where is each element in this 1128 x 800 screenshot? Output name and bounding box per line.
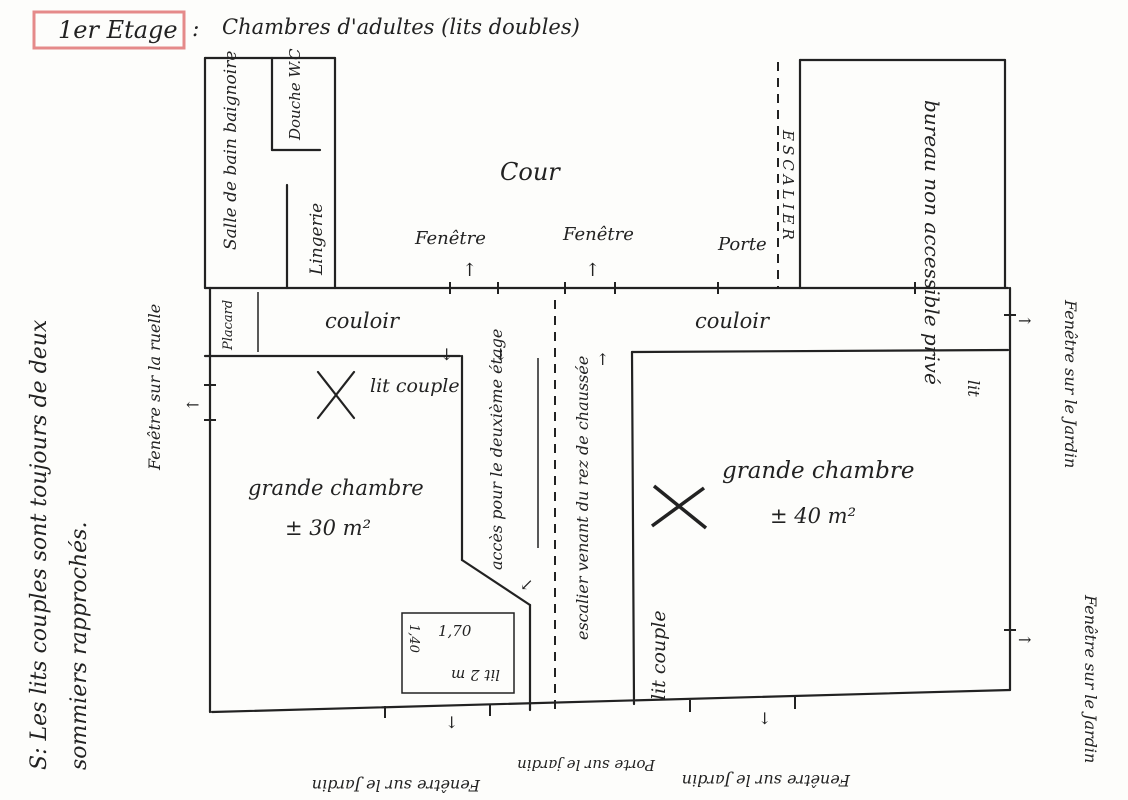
escalier-label: ESCALIER	[779, 129, 797, 244]
bed-x-right-icon	[650, 484, 708, 530]
floor-label: 1er Etage	[58, 16, 178, 44]
fenetre-jardin-bottom-1-label: Fenêtre sur le Jardin	[312, 776, 481, 795]
side-note-line1: S: Les lits couples sont toujours de deu…	[27, 319, 52, 770]
arrow-corner-icon: ↓	[440, 345, 453, 364]
fenetre-jardin-right-1-label: Fenêtre sur le Jardin	[1061, 299, 1080, 468]
arrow-corner-icon: ↓	[494, 345, 507, 364]
arrow-left-icon: ←	[186, 395, 199, 414]
lit-couple-right-label: lit couple	[648, 610, 670, 700]
area-right-label: ± 40 m²	[770, 504, 856, 528]
fenetre-1-label: Fenêtre	[414, 228, 486, 249]
header: 1er Etage : Chambres d'adultes (lits dou…	[32, 10, 580, 50]
bed-x-left-icon	[316, 370, 356, 420]
cour-label: Cour	[500, 158, 561, 186]
bed-dim-width: 1,70	[438, 622, 472, 640]
page-title: Chambres d'adultes (lits doubles)	[222, 15, 580, 39]
douche-wc-label: Douche W.C	[286, 48, 304, 141]
porte-jardin-label: Porte sur le jardin	[517, 756, 656, 774]
opening-labels: Fenêtre Fenêtre Porte Fenêtre sur la rue…	[145, 224, 1100, 795]
fenetre-jardin-bottom-2-label: Fenêtre sur le Jardin	[682, 771, 851, 790]
arrow-right-icon: →	[1018, 630, 1031, 649]
lit-couple-left-label: lit couple	[370, 375, 460, 397]
fenetre-jardin-right-2-label: Fenêtre sur le Jardin	[1081, 594, 1100, 763]
escalier-venant-label: escalier venant du rez de chaussée	[573, 356, 592, 640]
bed-label: lit 2 m	[451, 666, 500, 684]
side-note-line2: sommiers rapprochés.	[67, 522, 92, 770]
arrow-up-icon: ↑	[462, 260, 477, 281]
arrow-up-icon: ↑	[585, 260, 600, 281]
couloir-right-label: couloir	[695, 309, 771, 333]
opening-ticks	[204, 282, 1016, 718]
lit-small-label: lit	[964, 380, 983, 397]
grande-chambre-left-label: grande chambre	[248, 476, 424, 500]
bureau-label: bureau non accessible privé	[920, 100, 944, 385]
direction-arrows: ↑ ↑ ↓ ↓ → → ← ↙ ↑ ↓ ↓	[186, 260, 1031, 732]
arrow-down-icon: ↙	[520, 575, 533, 594]
room-labels: Salle de bain baignoire Douche W.C Linge…	[221, 48, 983, 700]
arrow-down-icon: ↓	[445, 713, 458, 732]
walls	[203, 56, 1012, 714]
header-separator: :	[192, 17, 199, 42]
grande-chambre-right-label: grande chambre	[722, 458, 914, 484]
bed-markers	[316, 370, 708, 530]
fenetre-2-label: Fenêtre	[562, 224, 634, 245]
porte-label: Porte	[717, 234, 767, 255]
placard-label: Placard	[221, 300, 236, 351]
couloir-left-label: couloir	[325, 309, 401, 333]
arrow-up-icon: ↑	[596, 350, 609, 369]
area-left-label: ± 30 m²	[285, 516, 371, 540]
arrow-right-icon: →	[1018, 311, 1031, 330]
salle-de-bain-label: Salle de bain baignoire	[221, 51, 241, 250]
acces-label: accès pour le deuxième étage	[487, 329, 506, 570]
lingerie-label: Lingerie	[307, 203, 327, 276]
bed-dimension-box: 1,70 1,40 lit 2 m	[401, 612, 515, 694]
floor-label-box	[32, 10, 186, 50]
arrow-down-icon: ↓	[758, 709, 771, 728]
bed-dim-height: 1,40	[406, 624, 421, 653]
fenetre-ruelle-label: Fenêtre sur la ruelle	[145, 304, 164, 471]
side-note: S: Les lits couples sont toujours de deu…	[27, 319, 92, 770]
